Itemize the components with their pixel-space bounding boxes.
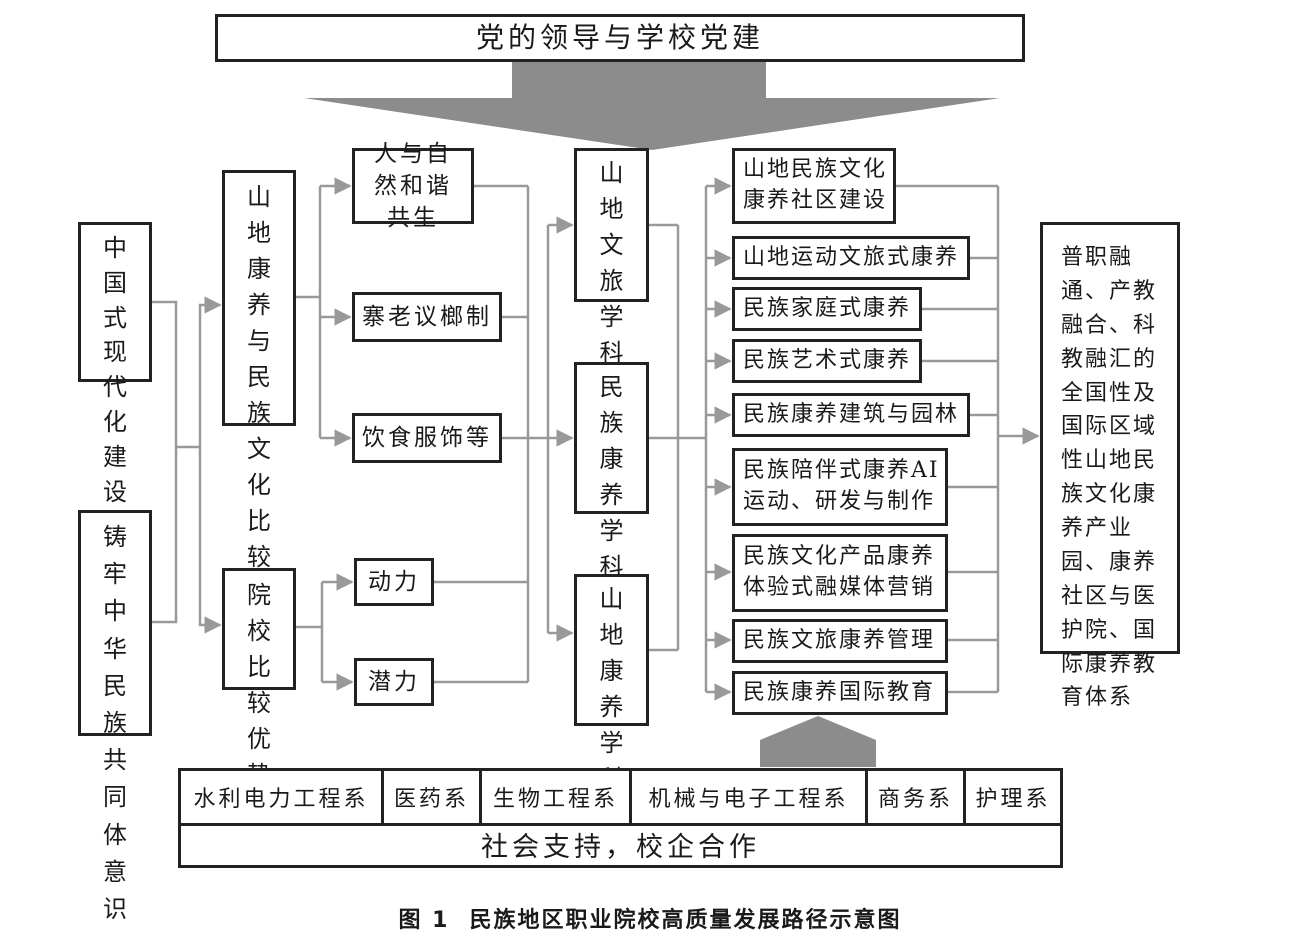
input-community-consciousness: 铸牢中华民族共同体意识 xyxy=(78,510,152,923)
advantage-college-text: 院校比较优势 xyxy=(247,581,271,789)
bottom-banner-text: 社会支持，校企合作 xyxy=(481,831,760,863)
caption-title: 民族地区职业院校高质量发展路径示意图 xyxy=(469,908,902,933)
factor-food-clothing: 饮食服饰等 xyxy=(352,413,502,463)
dept-mechanical-text: 机械与电子工程系 xyxy=(648,787,849,812)
dept-bioengineering: 生物工程系 xyxy=(482,771,632,823)
advantage-mountain-ethnic: 山地康养与民族文化比较优势 xyxy=(222,170,296,643)
factor-village-text: 寨老议榔制 xyxy=(362,303,492,330)
outcome-text: 普职融通、产教融合、科教融汇的全国性及国际区域性山地民族文化康养产业园、康养社区… xyxy=(1061,245,1158,711)
top-banner-text: 党的领导与学校党建 xyxy=(475,21,764,55)
support-panel: 水利电力工程系 医药系 生物工程系 机械与电子工程系 商务系 护理系 社会支持，… xyxy=(178,768,1063,868)
advantage-college: 院校比较优势 xyxy=(222,568,296,789)
dept-medicine: 医药系 xyxy=(384,771,482,823)
figure-caption: 图 1 民族地区职业院校高质量发展路径示意图 xyxy=(0,902,1300,934)
caption-number: 图 1 xyxy=(398,908,450,933)
program-1-text: 山地民族文化 康养社区建设 xyxy=(743,157,888,213)
cluster-ethnic-wellness: 民族康养学科集群 xyxy=(574,362,649,653)
program-4-text: 民族艺术式康养 xyxy=(743,347,912,373)
factor-motivation: 动力 xyxy=(354,558,434,606)
dept-business: 商务系 xyxy=(868,771,966,823)
program-family-wellness: 民族家庭式康养 xyxy=(732,287,922,331)
factor-food-text: 饮食服饰等 xyxy=(362,424,492,451)
outcome-system: 普职融通、产教融合、科教融汇的全国性及国际区域性山地民族文化康养产业园、康养社区… xyxy=(1040,222,1180,710)
top-banner-leadership: 党的领导与学校党建 xyxy=(215,14,1025,62)
input-modernization: 中国式现代化建设 xyxy=(78,222,152,506)
factor-potential: 潜力 xyxy=(354,658,434,706)
leadership-down-arrow xyxy=(304,62,1000,150)
input-modernization-text: 中国式现代化建设 xyxy=(103,234,127,506)
factor-potential-text: 潜力 xyxy=(368,668,420,695)
program-7-text: 民族文化产品康养 体验式融媒体营销 xyxy=(743,544,936,600)
dept-business-text: 商务系 xyxy=(877,787,953,812)
departments-row: 水利电力工程系 医药系 生物工程系 机械与电子工程系 商务系 护理系 xyxy=(181,771,1060,826)
factor-harmony-nature: 人与自然和谐共生 xyxy=(352,141,474,231)
program-community-construction: 山地民族文化 康养社区建设 xyxy=(732,148,896,224)
program-8-text: 民族文旅康养管理 xyxy=(743,627,936,653)
factor-motivation-text: 动力 xyxy=(368,568,420,595)
cluster-mountain-tourism: 山地文旅学科集群 xyxy=(574,148,649,439)
program-3-text: 民族家庭式康养 xyxy=(743,295,912,321)
cluster-mountain-wellness: 山地康养学科集群 xyxy=(574,574,649,865)
support-up-arrow xyxy=(760,716,876,767)
program-art-wellness: 民族艺术式康养 xyxy=(732,339,922,383)
factor-harmony-text: 人与自然和谐共生 xyxy=(374,140,452,232)
program-media-marketing: 民族文化产品康养 体验式融媒体营销 xyxy=(732,534,948,612)
dept-medicine-text: 医药系 xyxy=(393,787,469,812)
dept-water-power: 水利电力工程系 xyxy=(181,771,384,823)
program-9-text: 民族康养国际教育 xyxy=(743,679,936,705)
program-companion-ai: 民族陪伴式康养AI 运动、研发与制作 xyxy=(732,448,948,526)
dept-nursing: 护理系 xyxy=(966,771,1060,823)
program-international-education: 民族康养国际教育 xyxy=(732,671,948,715)
bottom-banner-support: 社会支持，校企合作 xyxy=(181,823,1060,865)
program-6-text: 民族陪伴式康养AI 运动、研发与制作 xyxy=(743,458,940,514)
program-sports-tourism: 山地运动文旅式康养 xyxy=(732,236,970,280)
dept-water-power-text: 水利电力工程系 xyxy=(193,787,369,812)
dept-mechanical-electronic: 机械与电子工程系 xyxy=(632,771,868,823)
factor-village-elder-system: 寨老议榔制 xyxy=(352,292,502,342)
input-community-text: 铸牢中华民族共同体意识 xyxy=(103,523,127,923)
program-5-text: 民族康养建筑与园林 xyxy=(743,401,960,427)
program-2-text: 山地运动文旅式康养 xyxy=(743,244,960,270)
program-tourism-management: 民族文旅康养管理 xyxy=(732,619,948,663)
dept-bioengineering-text: 生物工程系 xyxy=(492,787,618,812)
program-architecture-garden: 民族康养建筑与园林 xyxy=(732,393,970,437)
dept-nursing-text: 护理系 xyxy=(975,787,1051,812)
